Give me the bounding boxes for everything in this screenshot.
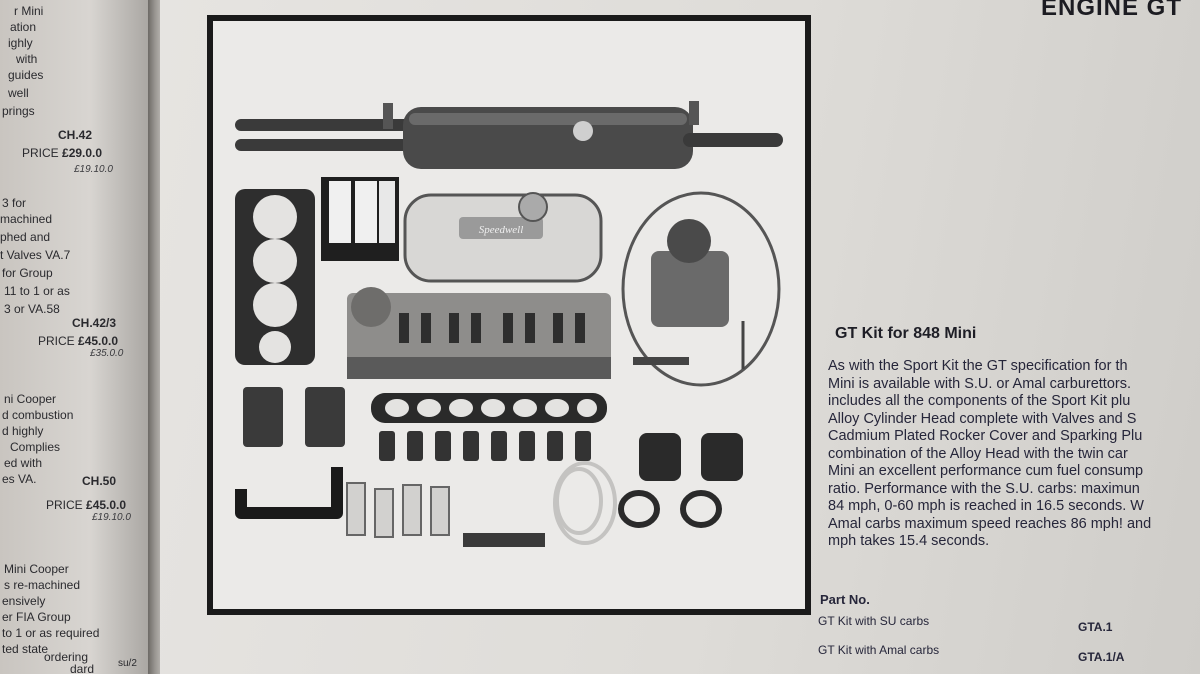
price-line: PRICE £45.0.0 xyxy=(38,334,118,348)
kit-text-line: combination of the Alloy Head with the t… xyxy=(828,445,1128,462)
parts-row-code: GTA.1/A xyxy=(1078,650,1125,664)
left-text-line: ensively xyxy=(2,594,46,608)
manifold-gasket xyxy=(371,393,607,423)
parts-header: Part No. xyxy=(820,592,870,607)
parts-box xyxy=(321,177,399,261)
price-line: PRICE £45.0.0 xyxy=(46,498,126,512)
part-code: CH.42 xyxy=(58,128,93,142)
price-label: PRICE xyxy=(22,146,59,160)
price-value: £45.0.0 xyxy=(86,498,127,512)
kit-text-line: mph takes 15.4 seconds. xyxy=(828,533,990,549)
left-text-line: 3 or VA.58 xyxy=(4,302,60,316)
left-text-line: ordering xyxy=(44,650,89,664)
left-text-line: dard xyxy=(70,662,95,674)
left-text-line: ighly xyxy=(8,36,33,50)
price-sub: £19.10.0 xyxy=(92,512,131,523)
head-gasket xyxy=(235,189,315,365)
kit-text-line: Mini is available with S.U. or Amal carb… xyxy=(828,375,1131,392)
right-page: ENGINE GT 78925 xyxy=(160,0,1200,674)
fuel-pipe xyxy=(553,461,617,545)
kit-text-line: ratio. Performance with the S.U. carbs: … xyxy=(828,480,1140,497)
water-hose xyxy=(235,467,343,519)
kit-title: GT Kit for 848 Mini xyxy=(835,325,977,342)
price-label: PRICE xyxy=(46,498,83,512)
air-filters xyxy=(618,433,743,528)
price-sub: £35.0.0 xyxy=(90,348,124,359)
part-code: CH.42/3 xyxy=(72,316,117,330)
parts-row-name: GT Kit with Amal carbs xyxy=(818,643,940,657)
carburettor-assembly xyxy=(621,191,781,387)
left-text-line: es VA. xyxy=(2,472,37,486)
left-text-line: ni Cooper xyxy=(4,392,57,406)
left-text-line: t Valves VA.7 xyxy=(0,248,71,262)
left-text-line: well xyxy=(8,86,29,100)
engine-parts-illustration: Speedwell xyxy=(213,21,805,609)
kit-text-line: Alloy Cylinder Head complete with Valves… xyxy=(828,410,1137,427)
left-text-line: for Group xyxy=(2,266,53,280)
price-label: PRICE xyxy=(38,334,75,348)
valve-cover-label: Speedwell xyxy=(479,224,524,236)
left-text-line: 3 for xyxy=(2,196,27,210)
left-text-line: ed with xyxy=(4,456,43,470)
price-line: PRICE £29.0.0 xyxy=(22,146,102,160)
left-text-line: phed and xyxy=(0,230,51,244)
page-header: ENGINE GT xyxy=(1040,0,1182,21)
price-value: £45.0.0 xyxy=(78,334,119,348)
left-text-line: r Mini xyxy=(14,4,44,18)
left-text-line: ted state xyxy=(2,642,49,656)
left-text-line: guides xyxy=(8,68,44,82)
kit-text-line: Mini an excellent performance cum fuel c… xyxy=(828,463,1144,479)
left-text-line: er FIA Group xyxy=(2,610,71,624)
kit-text-line: Cadmium Plated Rocker Cover and Sparking… xyxy=(828,428,1143,444)
parts-row-code: GTA.1 xyxy=(1078,620,1113,634)
left-text-line: 11 to 1 or as xyxy=(4,284,70,298)
kit-text-line: includes all the components of the Sport… xyxy=(828,393,1131,409)
left-text-line: d combustion xyxy=(2,408,74,422)
spark-plugs xyxy=(346,482,450,538)
left-text-line: prings xyxy=(2,104,35,118)
left-text-line: s re-machined xyxy=(4,578,81,592)
parts-row-name: GT Kit with SU carbs xyxy=(818,614,930,628)
left-page: r Mini ation ighly with guides well prin… xyxy=(0,0,150,674)
left-text-line: ation xyxy=(10,20,37,34)
page-corner-text: su/2 xyxy=(118,658,137,669)
badge xyxy=(463,533,545,547)
left-text-line: Complies xyxy=(10,440,61,454)
price-sub: £19.10.0 xyxy=(74,164,113,175)
price-value: £29.0.0 xyxy=(62,146,103,160)
valve-springs xyxy=(379,431,591,461)
kit-description: As with the Sport Kit the GT specificati… xyxy=(828,358,1200,551)
kit-text-line: Amal carbs maximum speed reaches 86 mph!… xyxy=(828,515,1152,532)
exhaust-silencer xyxy=(235,101,783,169)
product-photo: 78925 xyxy=(207,15,811,615)
kit-text-line: 84 mph, 0-60 mph is reached in 16.5 seco… xyxy=(828,498,1144,514)
left-text-line: to 1 or as required xyxy=(2,626,100,640)
left-text-line: with xyxy=(16,52,38,66)
rocker-cover: Speedwell xyxy=(403,192,603,283)
left-text-line: Mini Cooper xyxy=(4,562,69,576)
part-code: CH.50 xyxy=(82,474,117,488)
left-text-line: machined xyxy=(0,212,53,226)
cylinder-head xyxy=(347,287,611,379)
kit-text-line: As with the Sport Kit the GT specificati… xyxy=(828,358,1128,374)
left-text-line: d highly xyxy=(2,424,44,438)
rocker-brackets xyxy=(243,387,345,447)
